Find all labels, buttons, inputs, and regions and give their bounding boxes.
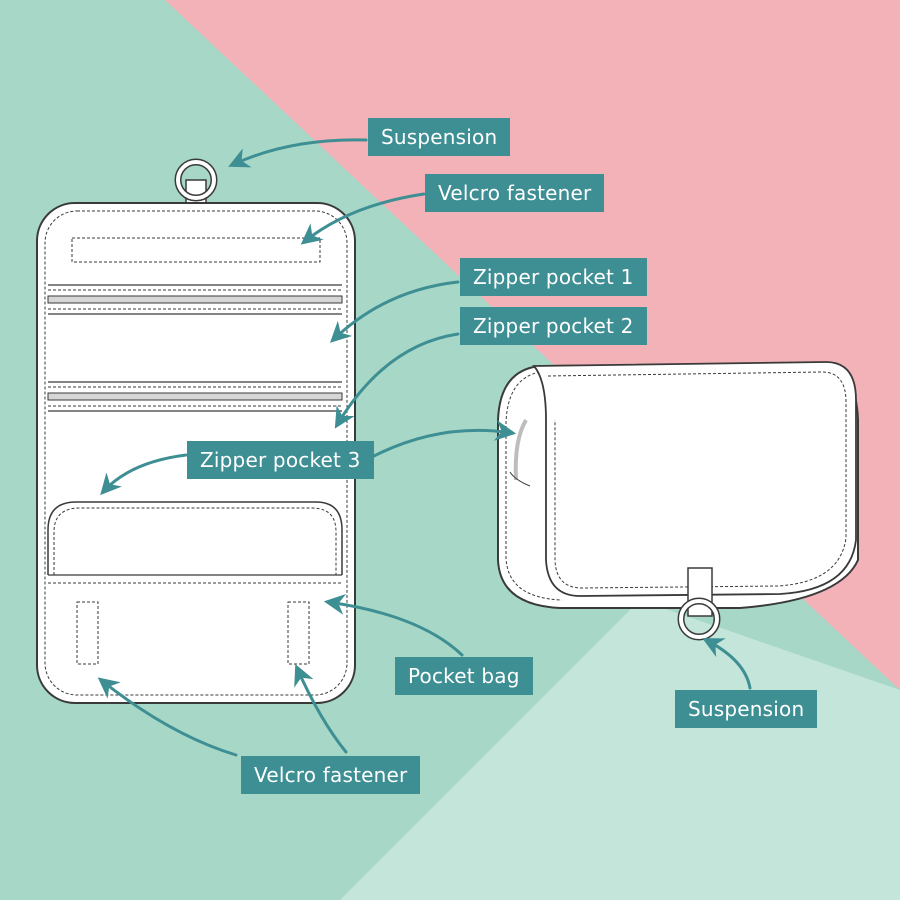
label-suspension-right: Suspension: [675, 690, 818, 728]
label-velcro-fastener-top: Velcro fastener: [425, 174, 605, 212]
label-suspension-top: Suspension: [368, 118, 511, 156]
velcro-tab-right: [287, 601, 310, 665]
arrow-velcro-top: [300, 192, 426, 245]
arrow-zipper-1: [329, 280, 460, 343]
arrows: [97, 138, 752, 757]
velcro-strip-top: [71, 237, 321, 263]
bag-inner-seam: [44, 210, 348, 696]
open-bag: [36, 158, 356, 704]
background-light-band: [340, 600, 900, 900]
arrow-velcro-bottom-left: [97, 677, 238, 757]
arrow-zipper-2: [334, 332, 460, 429]
pocket-bag-flap: [47, 501, 343, 575]
arrow-suspension-right: [702, 638, 752, 690]
suspension-strap-right: [687, 567, 713, 617]
zipper-1: [47, 295, 343, 304]
label-zipper-pocket-3: Zipper pocket 3: [187, 441, 374, 479]
zipper-2: [47, 392, 343, 401]
closed-bag: [497, 361, 859, 641]
arrow-pocket-bag: [323, 593, 464, 657]
arrow-suspension-top: [228, 138, 368, 168]
arrow-velcro-bottom-right: [294, 664, 348, 754]
label-velcro-fastener-bottom: Velcro fastener: [241, 756, 421, 794]
velcro-tab-left: [76, 601, 99, 665]
label-pocket-bag: Pocket bag: [395, 657, 533, 695]
label-zipper-pocket-1: Zipper pocket 1: [460, 258, 647, 296]
closed-bag-side-zipper: [513, 418, 528, 481]
label-zipper-pocket-2: Zipper pocket 2: [460, 307, 647, 345]
arrow-zipper-3-left: [100, 453, 188, 496]
closed-bag-flap: [532, 361, 857, 597]
arrow-zipper-3-right: [370, 420, 517, 459]
